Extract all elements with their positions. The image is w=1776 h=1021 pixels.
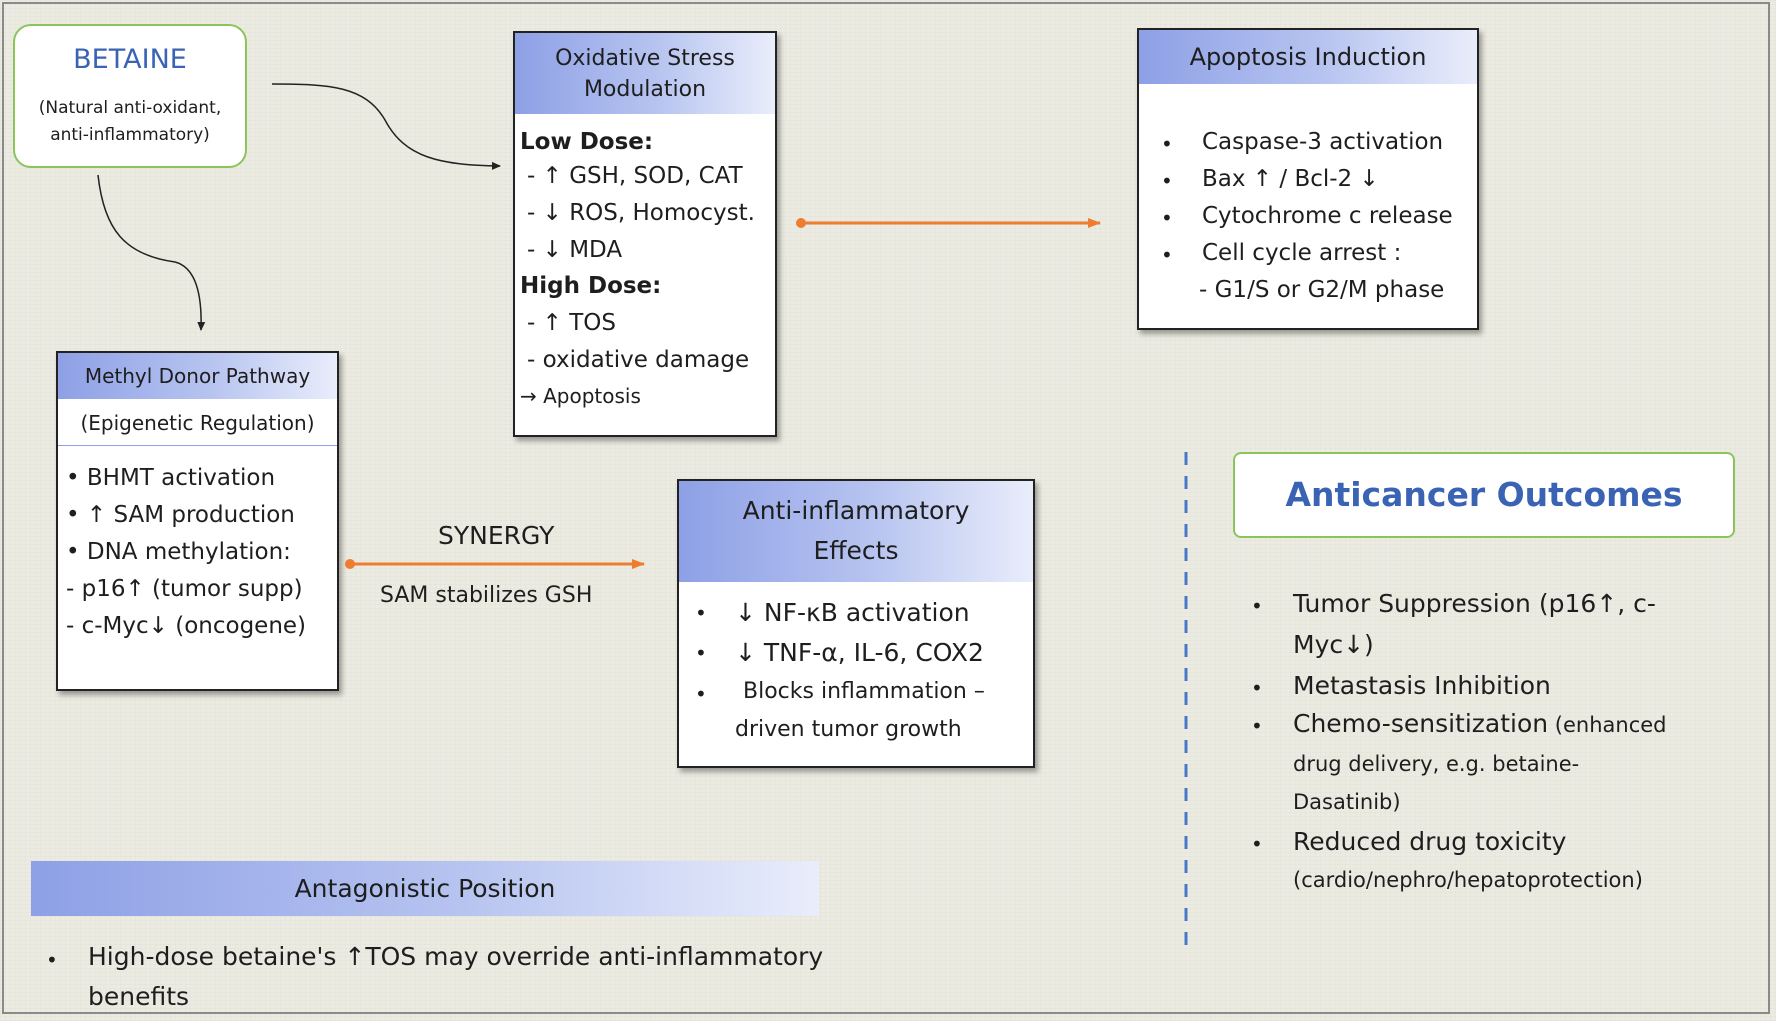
low-dose-item: - ↓ ROS, Homocyst. (527, 200, 755, 226)
apoptosis-item: Bax ↑ / Bcl-2 ↓ (1202, 166, 1379, 192)
oxidative-stress-header: Oxidative Stress Modulation (515, 33, 775, 114)
oxidative-title-line2: Modulation (583, 77, 707, 102)
high-dose-item: - ↑ TOS (527, 310, 616, 336)
methyl-donor-header: Methyl Donor Pathway (58, 353, 337, 399)
high-dose-item: - oxidative damage (527, 347, 750, 373)
anti-inflammatory-continuation: driven tumor growth (735, 717, 962, 742)
betaine-to-oxidative-arrow (271, 83, 501, 170)
anticancer-outcomes-title-box: Anticancer Outcomes (1233, 452, 1735, 538)
antagonistic-position-header: Antagonistic Position (31, 861, 819, 916)
methyl-divider (58, 445, 337, 446)
apoptosis-box: Apoptosis Induction • Caspase-3 activati… (1137, 28, 1479, 330)
outcome-item-main: Chemo-sensitization (1293, 709, 1549, 738)
outcome-item-continuation: Dasatinib) (1293, 790, 1401, 814)
apoptosis-subitem: - G1/S or G2/M phase (1199, 277, 1445, 303)
methyl-donor-subtitle: (Epigenetic Regulation) (80, 411, 315, 435)
outcome-item-continuation: drug delivery, e.g. betaine- (1293, 752, 1580, 776)
bullet-icon: • (1161, 132, 1173, 156)
methyl-item: • BHMT activation (66, 465, 276, 491)
outcome-item: Tumor Suppression (p16↑, c- (1293, 589, 1656, 618)
oxidative-arrow-origin-dot (796, 218, 806, 228)
bullet-icon: • (1161, 169, 1173, 193)
methyl-donor-box: Methyl Donor Pathway (Epigenetic Regulat… (56, 351, 339, 691)
synergy-note: SAM stabilizes GSH (380, 583, 593, 608)
bullet-icon: • (1161, 243, 1173, 267)
bullet-icon: • (695, 601, 707, 625)
anti-inflammatory-item: ↓ TNF-α, IL-6, COX2 (735, 638, 984, 667)
bullet-icon: • (1251, 832, 1263, 856)
apoptosis-item: Caspase-3 activation (1202, 129, 1444, 155)
synergy-label: SYNERGY (438, 521, 555, 550)
betaine-title: BETAINE (73, 44, 187, 75)
anti-inflammatory-title-line1: Anti-inflammatory (742, 496, 970, 525)
apoptosis-header: Apoptosis Induction (1139, 30, 1477, 84)
anti-inflammatory-item: ↓ NF-κB activation (735, 598, 970, 627)
antagonistic-text-line1: High-dose betaine's ↑TOS may override an… (88, 942, 824, 971)
low-dose-item: - ↑ GSH, SOD, CAT (527, 163, 743, 189)
bullet-icon: • (695, 641, 707, 665)
oxidative-stress-box: Oxidative Stress Modulation Low Dose: - … (513, 31, 777, 437)
high-dose-label: High Dose: (520, 273, 662, 299)
outcome-item: Chemo-sensitization (enhanced (1293, 709, 1667, 738)
antagonistic-text-line2: benefits (88, 982, 190, 1011)
apoptosis-item: Cell cycle arrest : (1202, 240, 1402, 266)
methyl-subitem: - c-Myc↓ (oncogene) (66, 613, 307, 639)
betaine-to-methyl-arrow (97, 174, 206, 331)
outcome-item-continuation: Myc↓) (1293, 630, 1374, 659)
low-dose-item: - ↓ MDA (527, 237, 623, 263)
outcome-item-detail: (enhanced (1548, 713, 1667, 737)
bullet-icon: • (1251, 594, 1263, 618)
synergy-arrow-origin-dot (345, 559, 355, 569)
oxidative-result: → Apoptosis (520, 384, 641, 408)
bullet-icon: • (1251, 676, 1263, 700)
methyl-item: • ↑ SAM production (66, 502, 295, 528)
methyl-item: • DNA methylation: (66, 539, 291, 565)
anti-inflammatory-box: Anti-inflammatory Effects • ↓ NF-κB acti… (677, 479, 1035, 768)
bullet-icon: • (46, 948, 58, 972)
outcome-item: Metastasis Inhibition (1293, 671, 1551, 700)
outcome-item-continuation: (cardio/nephro/hepatoprotection) (1293, 868, 1643, 892)
methyl-subitem: - p16↑ (tumor supp) (66, 576, 303, 602)
betaine-subtitle-line1: (Natural anti-oxidant, (38, 98, 222, 118)
anti-inflammatory-item: Blocks inflammation – (743, 679, 985, 704)
bullet-icon: • (695, 682, 707, 706)
betaine-box: BETAINE (Natural anti-oxidant, anti-infl… (13, 24, 247, 168)
low-dose-label: Low Dose: (520, 129, 654, 155)
anti-inflammatory-header: Anti-inflammatory Effects (679, 481, 1033, 582)
anti-inflammatory-title-line2: Effects (813, 536, 899, 565)
betaine-subtitle-line2: anti-inflammatory) (50, 125, 210, 145)
bullet-icon: • (1251, 714, 1263, 738)
oxidative-title-line1: Oxidative Stress (555, 46, 735, 71)
bullet-icon: • (1161, 206, 1173, 230)
outcome-item: Reduced drug toxicity (1293, 827, 1567, 856)
apoptosis-item: Cytochrome c release (1202, 203, 1453, 229)
anticancer-outcomes-title: Anticancer Outcomes (1285, 475, 1683, 514)
